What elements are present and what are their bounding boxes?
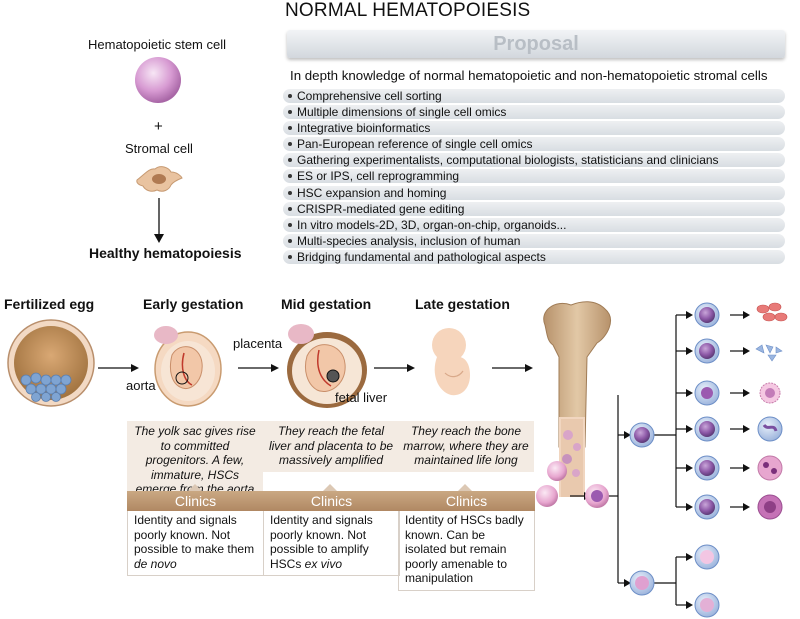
late-gestation-fetus-illustration bbox=[432, 328, 471, 396]
description-mid-gestation: They reach the fetal liver and placenta … bbox=[263, 421, 399, 472]
stage-title-late-gestation: Late gestation bbox=[415, 296, 510, 312]
list-item: HSC expansion and homing bbox=[283, 185, 785, 200]
list-item: Bridging fundamental and pathological as… bbox=[283, 249, 785, 264]
clinics-tab-mid: Clinics bbox=[263, 491, 400, 511]
fertilized-egg-illustration bbox=[7, 319, 95, 407]
arrow-icon bbox=[374, 364, 415, 372]
clinic-pointer bbox=[458, 484, 472, 491]
fetal-liver-annotation: fetal liver bbox=[335, 390, 388, 405]
aorta-annotation: aorta bbox=[126, 378, 156, 393]
arrow-icon bbox=[98, 364, 139, 372]
stromal-cell-icon bbox=[136, 166, 183, 192]
list-item: In vitro models-2D, 3D, organ-on-chip, o… bbox=[283, 217, 785, 232]
list-item: Integrative bioinformatics bbox=[283, 121, 785, 136]
hsc-label: Hematopoietic stem cell bbox=[88, 37, 226, 52]
list-item: Multiple dimensions of single cell omics bbox=[283, 105, 785, 120]
clinics-text-early: Identity and signals poorly known. Not p… bbox=[127, 511, 264, 576]
clinic-pointer bbox=[188, 484, 202, 491]
plus-sign: + bbox=[154, 118, 163, 135]
placenta-annotation: placenta bbox=[233, 336, 283, 351]
clinics-tab-late: Clinics bbox=[398, 491, 535, 511]
arrow-icon bbox=[492, 364, 533, 372]
bone-illustration bbox=[543, 301, 611, 497]
description-late-gestation: They reach the bone marrow, where they a… bbox=[398, 421, 534, 472]
proposal-banner: Proposal bbox=[287, 30, 785, 58]
proposal-heading: In depth knowledge of normal hematopoiet… bbox=[290, 68, 768, 83]
stage-title-fertilized-egg: Fertilized egg bbox=[4, 296, 95, 312]
stromal-cell-label: Stromal cell bbox=[125, 141, 193, 156]
list-item: Gathering experimentalists, computationa… bbox=[283, 153, 785, 168]
hsc-cell-icon bbox=[135, 57, 181, 103]
clinics-tab-early: Clinics bbox=[127, 491, 264, 511]
list-item: Pan-European reference of single cell om… bbox=[283, 137, 785, 152]
clinics-text-late: Identity of HSCs badly known. Can be iso… bbox=[398, 511, 535, 591]
stage-title-early-gestation: Early gestation bbox=[143, 296, 244, 312]
list-item: Multi-species analysis, inclusion of hum… bbox=[283, 233, 785, 248]
proposal-list: Comprehensive cell sorting Multiple dime… bbox=[283, 89, 785, 266]
clinic-pointer bbox=[323, 484, 337, 491]
healthy-hematopoiesis-label: Healthy hematopoiesis bbox=[89, 245, 242, 261]
list-item: ES or IPS, cell reprogramming bbox=[283, 169, 785, 184]
stage-title-mid-gestation: Mid gestation bbox=[281, 296, 372, 312]
down-arrow-icon bbox=[154, 198, 164, 243]
list-item: Comprehensive cell sorting bbox=[283, 89, 785, 103]
clinics-text-mid: Identity and signals poorly known. Not p… bbox=[263, 511, 400, 576]
hematopoietic-tree-diagram bbox=[536, 302, 788, 618]
mid-gestation-embryo-illustration bbox=[287, 324, 367, 408]
list-item: CRISPR-mediated gene editing bbox=[283, 201, 785, 216]
early-gestation-embryo-illustration bbox=[154, 326, 222, 407]
arrow-icon bbox=[238, 364, 279, 372]
page-title: NORMAL HEMATOPOIESIS bbox=[285, 0, 531, 21]
